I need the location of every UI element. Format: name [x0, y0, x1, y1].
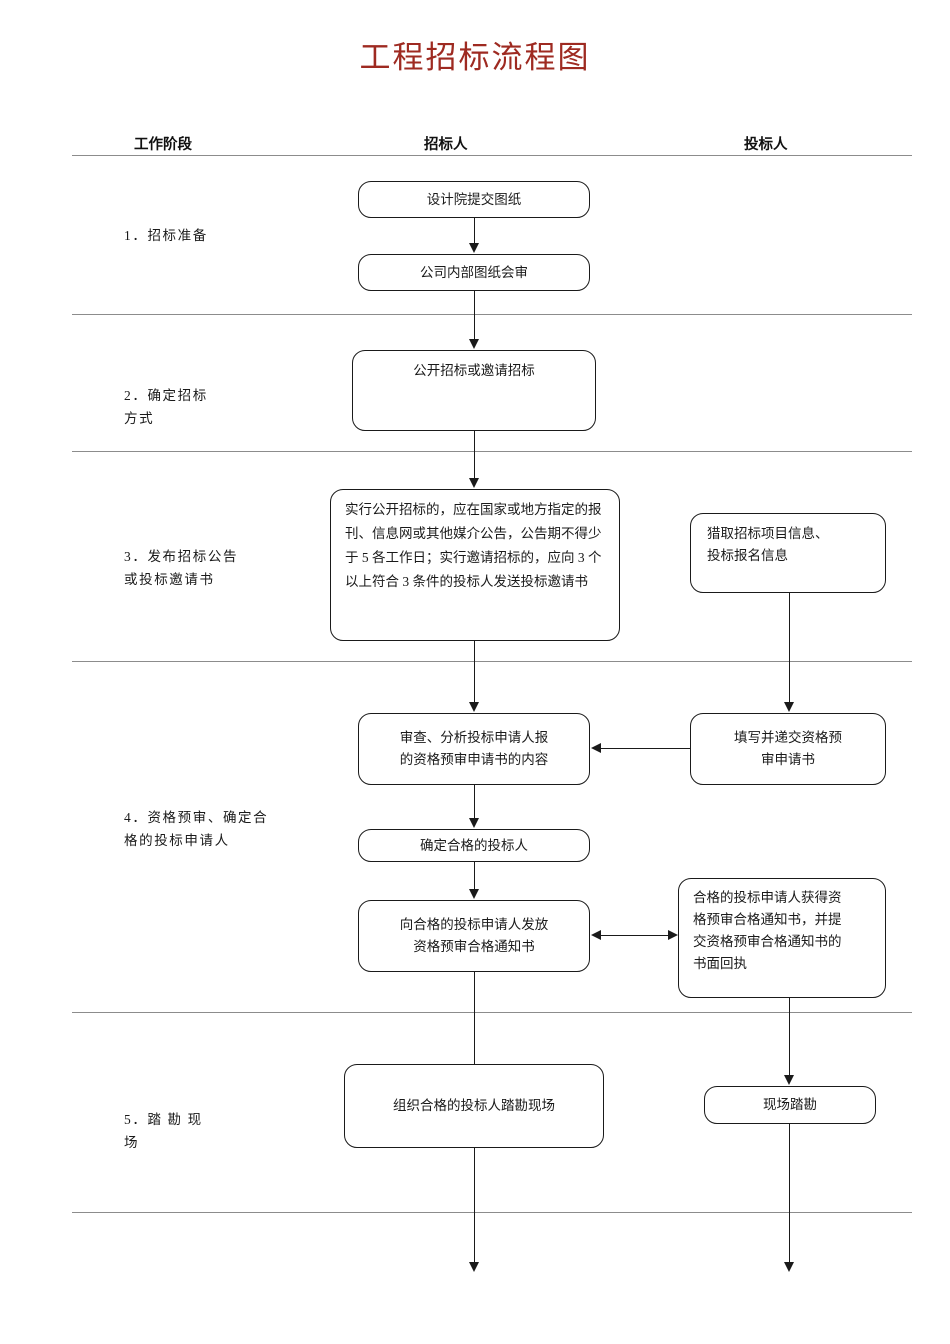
node-label: 公开招标或邀请招标 [413, 363, 535, 378]
edge-n7-n6-arrow [591, 743, 601, 753]
node-submit-prequalification[interactable]: 填写并递交资格预 审申请书 [690, 713, 886, 785]
edge-n12-next-line [789, 1124, 791, 1263]
node-announcement-rules[interactable]: 实行公开招标的，应在国家或地方指定的报刊、信息网或其他媒介公告，公告期不得少于 … [330, 489, 620, 641]
edge-n9-n10-line [601, 935, 669, 937]
column-header-bidder: 投标人 [744, 137, 788, 153]
edge-n11-next-arrow [469, 1262, 479, 1272]
lane-separator-2 [72, 451, 912, 452]
edge-n12-next-arrow [784, 1262, 794, 1272]
edge-n7-n6-line [601, 748, 690, 750]
edge-n4-n6-line [474, 641, 476, 702]
edge-n1-n2-arrow [469, 243, 479, 253]
edge-n10-n12-line [789, 998, 791, 1075]
node-label: 现场踏勘 [763, 1097, 817, 1112]
lane-separator-5 [72, 1212, 912, 1213]
node-label: 组织合格的投标人踏勘现场 [393, 1098, 555, 1113]
node-issue-prequalification-notice[interactable]: 向合格的投标申请人发放 资格预审合格通知书 [358, 900, 590, 972]
edge-n3-n4-arrow [469, 478, 479, 488]
edge-n9-n10-arrow-left [591, 930, 601, 940]
edge-n8-n9-arrow [469, 889, 479, 899]
column-header-tenderer: 招标人 [424, 137, 468, 153]
node-organize-site-survey[interactable]: 组织合格的投标人踏勘现场 [344, 1064, 604, 1148]
column-header-stage: 工作阶段 [134, 137, 192, 153]
node-label: 确定合格的投标人 [420, 837, 528, 853]
edge-n5-n7-line [789, 593, 791, 702]
edge-n1-n2-line [474, 218, 476, 244]
node-submit-drawings[interactable]: 设计院提交图纸 [358, 181, 590, 218]
stage-label-3: 3．发布招标公告 或投标邀请书 [124, 549, 239, 587]
lane-separator-3 [72, 661, 912, 662]
node-label: 填写并递交资格预 审申请书 [734, 730, 842, 767]
node-review-prequalification[interactable]: 审查、分析投标申请人报 的资格预审申请书的内容 [358, 713, 590, 785]
edge-n6-n8-arrow [469, 818, 479, 828]
node-label: 设计院提交图纸 [426, 191, 522, 207]
lane-separator-4 [72, 1012, 912, 1013]
edge-n9-n11-line [474, 972, 476, 1064]
node-internal-drawing-review[interactable]: 公司内部图纸会审 [358, 254, 590, 291]
node-site-survey[interactable]: 现场踏勘 [704, 1086, 876, 1124]
node-label: 审查、分析投标申请人报 的资格预审申请书的内容 [399, 730, 549, 767]
lane-separator-1 [72, 314, 912, 315]
node-label: 实行公开招标的，应在国家或地方指定的报刊、信息网或其他媒介公告，公告期不得少于 … [345, 502, 602, 589]
edge-n2-n3-arrow [469, 339, 479, 349]
node-label: 猎取招标项目信息、 投标报名信息 [707, 526, 829, 563]
edge-n5-n7-arrow [784, 702, 794, 712]
stage-label-5: 5．踏 勘 现 场 [124, 1112, 203, 1150]
edge-n2-n3-line [474, 291, 476, 339]
edge-n9-n10-arrow-right [668, 930, 678, 940]
edge-n6-n8-line [474, 785, 476, 818]
edge-n10-n12-arrow [784, 1075, 794, 1085]
node-label: 公司内部图纸会审 [420, 264, 528, 280]
lane-separator-header [72, 155, 912, 156]
node-label: 合格的投标申请人获得资 格预审合格通知书，并提 交资格预审合格通知书的 书面回执 [693, 890, 842, 971]
node-label: 向合格的投标申请人发放 资格预审合格通知书 [399, 917, 549, 954]
edge-n11-next-line [474, 1148, 476, 1263]
stage-label-4: 4．资格预审、确定合 格的投标申请人 [124, 810, 269, 848]
node-tender-method[interactable]: 公开招标或邀请招标 [352, 350, 596, 431]
edge-n8-n9-line [474, 862, 476, 889]
node-collect-project-info[interactable]: 猎取招标项目信息、 投标报名信息 [690, 513, 886, 593]
edge-n4-n6-arrow [469, 702, 479, 712]
page-title: 工程招标流程图 [359, 40, 591, 75]
node-determine-qualified-bidders[interactable]: 确定合格的投标人 [358, 829, 590, 862]
stage-label-1: 1．招标准备 [124, 228, 208, 243]
node-receive-prequalification-notice[interactable]: 合格的投标申请人获得资 格预审合格通知书，并提 交资格预审合格通知书的 书面回执 [678, 878, 886, 998]
stage-label-2: 2．确定招标 方式 [124, 388, 208, 426]
edge-n3-n4-line [474, 431, 476, 479]
